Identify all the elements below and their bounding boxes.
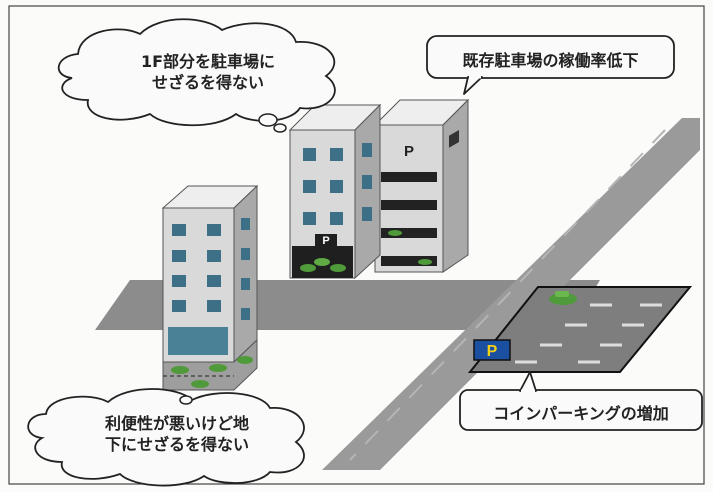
thought-bubble [258, 113, 278, 127]
car [388, 230, 402, 236]
car [330, 264, 346, 272]
tower-floor-opening [381, 256, 437, 266]
car [209, 364, 227, 372]
car [314, 258, 330, 266]
ground-parking-letter: P [322, 235, 329, 247]
cloud-top-line2: せざるを得ない [151, 72, 264, 92]
window [172, 275, 186, 287]
middle-building: P [288, 103, 382, 280]
window [362, 175, 372, 189]
coin-parking-lot [467, 286, 693, 373]
window [207, 224, 221, 236]
callout-box-bottom [459, 371, 703, 431]
tower-side-opening [449, 129, 459, 148]
window [207, 275, 221, 287]
diagonal-road [322, 118, 700, 470]
callout-box-top-label: 既存駐車場の稼働率低下 [462, 51, 639, 70]
tower-parking-letter: P [404, 143, 414, 160]
parking-sign: P [473, 339, 511, 361]
car [191, 380, 209, 388]
car [418, 259, 432, 265]
car [237, 356, 253, 364]
car [549, 291, 577, 305]
thought-cloud-top [57, 18, 336, 133]
cloud-top-text: 1F部分を駐車場に せざるを得ない [108, 52, 308, 94]
car [171, 366, 189, 374]
frame-border [8, 5, 705, 485]
cloud-bottom-line2: 下にせざるを得ない [104, 434, 249, 454]
window [362, 143, 372, 157]
window [241, 308, 250, 320]
thought-bubble [179, 395, 193, 405]
window [362, 207, 372, 221]
window [172, 250, 186, 262]
cloud-bottom-text: 利便性が悪いけど地 下にせざるを得ない [72, 414, 282, 456]
left-building [161, 184, 259, 391]
window [303, 212, 316, 225]
window [330, 148, 343, 161]
parking-tower-building: P [373, 98, 470, 273]
ground-parking-sign [315, 234, 337, 246]
entrance-glass [168, 327, 228, 355]
tower-floor-opening [381, 172, 437, 182]
window [303, 180, 316, 193]
window [241, 248, 250, 260]
road-center-line [349, 129, 666, 461]
tower-floor-opening [381, 200, 437, 210]
window [241, 218, 250, 230]
window [241, 278, 250, 290]
thought-bubble [273, 123, 287, 133]
tower-floor-opening [381, 228, 437, 238]
callout-box-top [426, 35, 675, 95]
thought-cloud-bottom [27, 388, 305, 487]
window [207, 250, 221, 262]
window [172, 300, 186, 312]
window [330, 212, 343, 225]
window [330, 180, 343, 193]
car [300, 264, 316, 272]
window [207, 300, 221, 312]
callout-box-bottom-label: コインパーキングの増加 [493, 404, 669, 423]
cloud-top-line1: 1F部分を駐車場に [140, 52, 276, 71]
cloud-bottom-line1: 利便性が悪いけど地 [104, 414, 249, 433]
window [303, 148, 316, 161]
window [172, 224, 186, 236]
parking-sign-letter: P [487, 343, 498, 360]
